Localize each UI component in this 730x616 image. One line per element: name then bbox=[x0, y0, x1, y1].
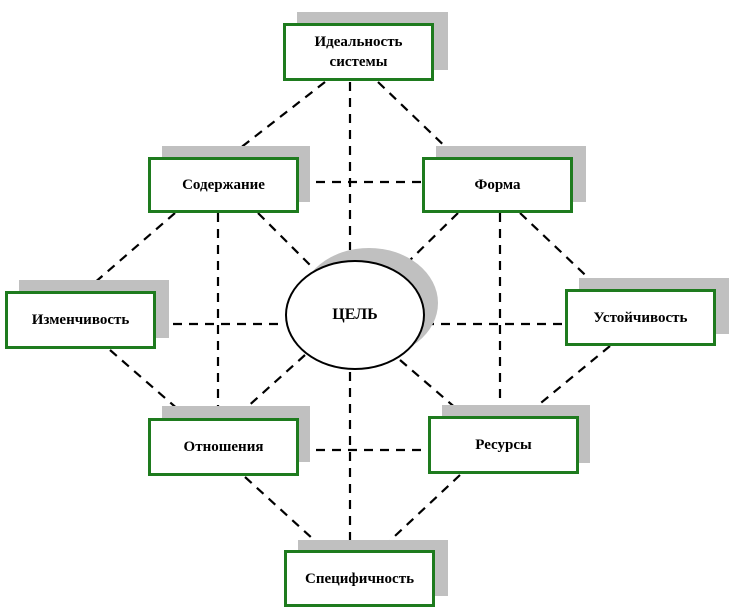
edge-content-change bbox=[84, 212, 176, 292]
node-specificity: Специфичность bbox=[284, 550, 435, 607]
node-stability-label: Устойчивость bbox=[593, 309, 688, 326]
node-changeability: Изменчивость bbox=[5, 291, 156, 349]
node-relations-label: Отношения bbox=[183, 439, 264, 455]
node-specificity-label: Специфичность bbox=[305, 570, 414, 587]
goal-label: ЦЕЛЬ bbox=[332, 306, 378, 323]
edge-relations-spec bbox=[244, 476, 326, 551]
node-ideal-line2: системы bbox=[329, 54, 388, 70]
edge-resources-spec bbox=[379, 474, 461, 551]
edge-ideal-form bbox=[377, 81, 456, 157]
node-form: Форма bbox=[422, 157, 573, 213]
goal-ellipse: ЦЕЛЬ bbox=[285, 260, 425, 370]
node-changeability-label: Изменчивость bbox=[31, 312, 130, 328]
node-form-label: Форма bbox=[474, 177, 521, 193]
node-relations: Отношения bbox=[148, 418, 299, 476]
node-resources: Ресурсы bbox=[428, 416, 579, 474]
edge-stable-resources bbox=[524, 345, 611, 417]
node-content: Содержание bbox=[148, 157, 299, 213]
edge-ideal-content bbox=[229, 81, 326, 157]
edge-content-goal bbox=[257, 212, 311, 266]
node-ideal-system: Идеальность системы bbox=[283, 23, 434, 81]
node-content-label: Содержание bbox=[182, 177, 265, 193]
node-stability: Устойчивость bbox=[565, 289, 716, 346]
node-ideal-line1: Идеальность bbox=[314, 34, 403, 50]
node-resources-label: Ресурсы bbox=[475, 437, 532, 453]
edge-form-stable bbox=[519, 212, 601, 290]
